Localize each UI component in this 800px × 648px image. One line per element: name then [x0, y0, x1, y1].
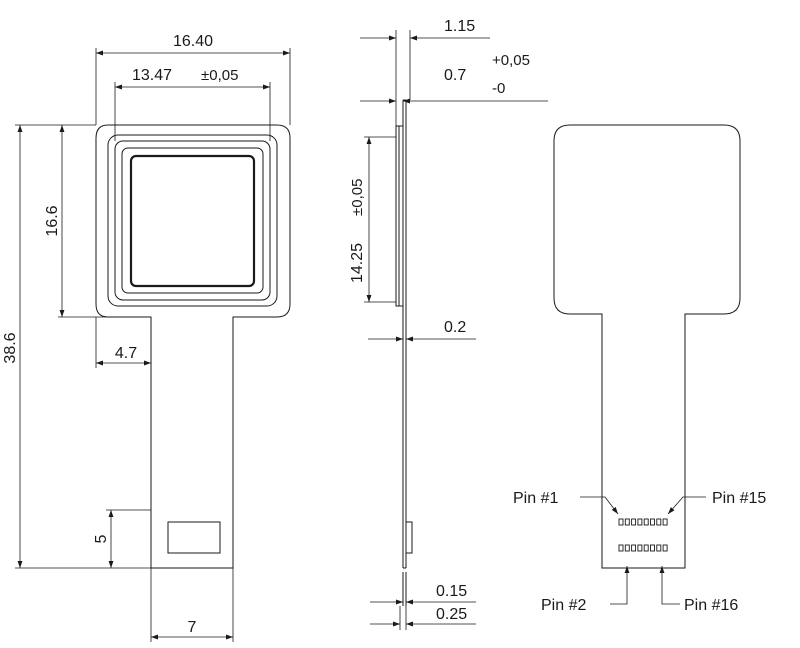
pin-16-callout: Pin #16 [659, 566, 738, 614]
dim-fpc-thickness: 0.2 [368, 319, 476, 342]
front-view: 16.40 13.47 ±0,05 38.6 16.6 4.7 [2, 33, 291, 642]
sensor-outer [121, 147, 264, 294]
back-outline [553, 124, 741, 569]
dim-sensor-thickness: 0.7 +0,05 -0 [360, 52, 548, 104]
dim-total-width: 16.40 [95, 33, 291, 125]
pin-16-label: Pin #16 [684, 597, 738, 614]
dim-tail-width-label: 7 [188, 619, 197, 636]
dim-tail-offset-label: 4.7 [115, 345, 137, 362]
connector-pins-top [618, 518, 668, 526]
dim-tail-thickness-2-label: 0.25 [436, 606, 467, 623]
connector-pin-bottom [637, 544, 643, 552]
pin-1-label: Pin #1 [513, 490, 558, 507]
dim-connector-height-label: 5 [93, 534, 110, 543]
dim-total-height-label: 38.6 [2, 332, 19, 363]
bezel-outer [107, 134, 278, 307]
dim-sensor-height: 14.25 ±0,05 [349, 136, 396, 303]
pin-2-label: Pin #2 [541, 597, 586, 614]
dim-connector-height: 5 [93, 509, 151, 568]
connector-pin-bottom [656, 544, 662, 552]
pin-1-callout: Pin #1 [513, 490, 619, 515]
connector-pin-top [631, 518, 637, 526]
dim-sensor-width-tol: ±0,05 [201, 67, 238, 84]
dim-tail-thickness-2: 0.25 [370, 606, 476, 630]
pin-2-callout: Pin #2 [541, 566, 630, 614]
sensor-surface [129, 154, 256, 288]
connector-pins-bottom [618, 544, 668, 552]
dim-total-height: 38.6 [2, 124, 151, 569]
pin-15-label: Pin #15 [712, 490, 766, 507]
dim-head-height: 16.6 [44, 125, 108, 318]
dim-tail-thickness-1-label: 0.15 [436, 583, 467, 600]
connector-pin-bottom [662, 544, 668, 552]
dim-sensor-height-tol: ±0,05 [349, 179, 366, 216]
connector-pin-top [662, 518, 668, 526]
dim-head-height-label: 16.6 [44, 205, 61, 236]
pin-15-callout: Pin #15 [667, 490, 766, 515]
connector-window [167, 521, 221, 554]
back-view: Pin #1 Pin #15 Pin #2 Pin #16 [513, 124, 766, 614]
dim-tail-width: 7 [150, 568, 234, 642]
dim-sensor-width: 13.47 ±0,05 [114, 67, 271, 141]
dim-sensor-width-label: 13.47 [132, 67, 172, 84]
connector-pin-bottom [643, 544, 649, 552]
connector-pin-top [637, 518, 643, 526]
dim-total-width-label: 16.40 [173, 33, 213, 50]
connector-pin-top [618, 518, 624, 526]
dim-sensor-thickness-label: 0.7 [444, 67, 466, 84]
dim-fpc-thickness-label: 0.2 [444, 319, 466, 336]
bezel-inner [114, 140, 271, 301]
side-view: 1.15 0.7 +0,05 -0 14.25 ±0,05 0.2 [349, 18, 548, 630]
dim-tail-thickness-1: 0.15 [370, 583, 476, 605]
connector-pin-top [650, 518, 655, 526]
connector-pin-top [643, 518, 649, 526]
connector-pin-top [656, 518, 662, 526]
connector-pin-top [624, 518, 630, 526]
dim-total-thickness: 1.15 [360, 18, 490, 126]
dim-sensor-thickness-tol-plus: +0,05 [492, 52, 530, 69]
connector-pin-bottom [618, 544, 624, 552]
side-stiffener [405, 521, 413, 554]
dim-sensor-thickness-tol-minus: -0 [492, 80, 505, 97]
connector-pin-bottom [631, 544, 637, 552]
dim-total-thickness-label: 1.15 [444, 18, 475, 35]
connector-pin-bottom [650, 544, 655, 552]
dim-tail-offset: 4.7 [95, 317, 152, 368]
connector-pin-bottom [624, 544, 630, 552]
dim-sensor-height-label: 14.25 [349, 243, 366, 283]
